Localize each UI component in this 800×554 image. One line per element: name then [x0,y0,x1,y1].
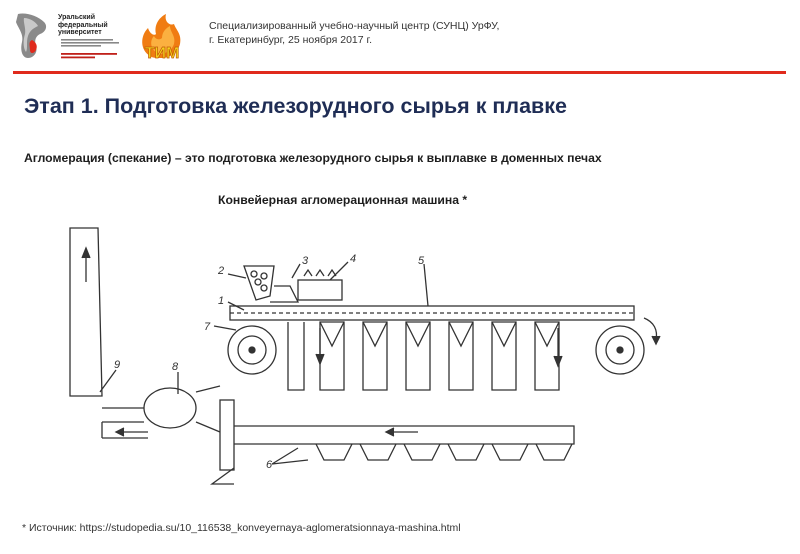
ignition-hearth [297,279,343,301]
center-name-line: Специализированный учебно-научный центр … [209,20,500,32]
callout-label: 8 [172,361,179,373]
urfu-name: Уральский федеральный университет [58,14,108,37]
chimney [69,227,103,397]
header-divider [13,71,786,74]
gas-collector [219,399,235,471]
tim-flame-logo-icon: ТИМ [142,14,181,62]
callout-label: 1 [218,295,224,307]
tail-sprocket [595,325,645,375]
slide-subtitle: Агломерация (спекание) – это подготовка … [24,151,602,165]
header-center-info: Специализированный учебно-научный центр … [209,19,499,47]
callout-label: 5 [418,255,425,267]
callout-label: 9 [114,359,120,371]
callout-label: 4 [350,253,356,265]
urfu-name-line: Уральский [58,14,96,21]
urfu-institute-fine-print [61,53,117,59]
center-date-line: г. Екатеринбург, 25 ноября 2017 г. [209,34,372,46]
sintering-machine-diagram: 2 3 4 5 1 7 9 8 6 [69,227,661,485]
callout-label: 2 [217,265,224,277]
figure-caption: Конвейерная агломерационная машина * [218,193,468,207]
exhauster-fan [143,387,197,429]
urfu-fine-print [61,39,119,47]
urfu-name-line: федеральный [58,21,108,29]
tim-logo-text: ТИМ [145,45,180,62]
callout-label: 6 [266,459,273,471]
drive-sprocket [227,325,277,375]
tim-logo: ТИМ [136,12,188,67]
slide-title: Этап 1. Подготовка железорудного сырья к… [24,94,567,118]
callout-label: 7 [204,321,211,333]
callout-label: 3 [302,255,309,267]
urfu-logo: Уральский федеральный университет [14,12,126,62]
feed-hopper [243,265,275,301]
urfu-logo-icon [16,13,47,59]
source-footnote: * Источник: https://studopedia.su/10_116… [22,522,461,534]
urfu-name-line: университет [58,29,102,36]
